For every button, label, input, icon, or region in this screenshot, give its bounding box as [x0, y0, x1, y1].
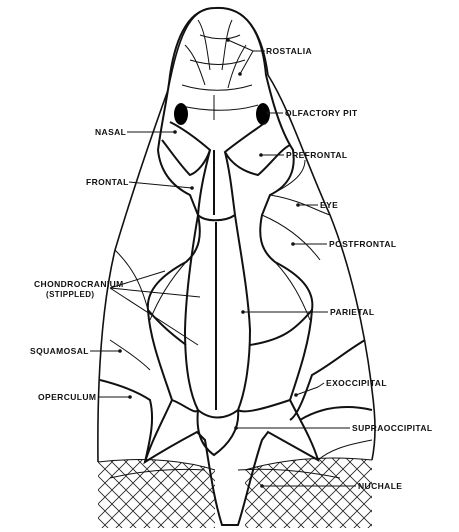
- rostalia-scales: [178, 20, 258, 120]
- olfactory-pit-left: [174, 103, 188, 125]
- label-nuchale: NUCHALE: [358, 481, 402, 491]
- frontal-bones: [198, 150, 235, 220]
- eye-opening-right: [270, 160, 305, 195]
- label-supraoccipital: SUPRAOCCIPITAL: [352, 423, 433, 433]
- label-operculum: OPERCULUM: [38, 392, 96, 402]
- neck-crosshatch-right: [245, 458, 372, 528]
- label-eye: EYE: [320, 200, 338, 210]
- label-parietal: PARIETAL: [330, 307, 374, 317]
- label-frontal: FRONTAL: [86, 177, 129, 187]
- label-rostalia: ROSTALIA: [266, 46, 312, 56]
- label-olfactory-pit: OLFACTORY PIT: [285, 108, 358, 118]
- prefrontal-bone: [225, 122, 290, 175]
- label-nasal: NASAL: [95, 127, 126, 137]
- leader-dots: [118, 38, 300, 488]
- label-chondrocranium: CHONDROCRANIUM: [34, 279, 124, 289]
- nasal-bone: [162, 122, 210, 175]
- snout-stipple: [145, 8, 318, 525]
- operculum-plate: [100, 380, 152, 462]
- leader-lines: [90, 40, 356, 486]
- label-postfrontal: POSTFRONTAL: [329, 239, 397, 249]
- label-prefrontal: PREFRONTAL: [286, 150, 347, 160]
- label-chondrocranium-stippled: (STIPPLED): [46, 290, 94, 299]
- parietal-bones: [185, 215, 250, 418]
- label-squamosal: SQUAMOSAL: [30, 346, 89, 356]
- label-exoccipital: EXOCCIPITAL: [326, 378, 387, 388]
